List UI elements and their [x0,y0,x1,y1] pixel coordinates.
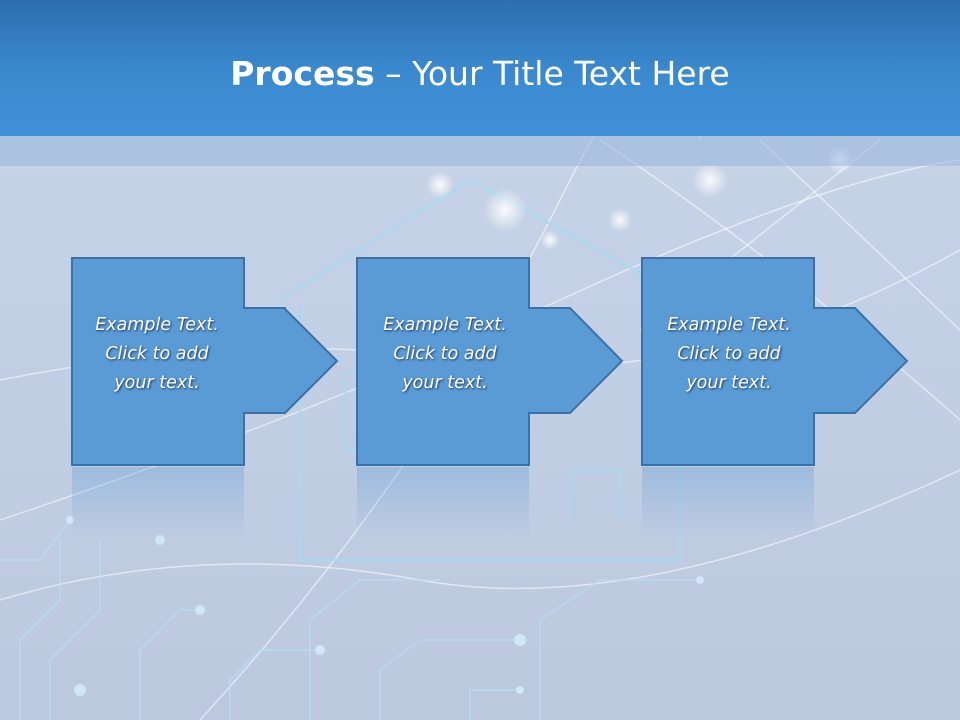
step-3-line-2: Click to add [677,344,781,364]
step-1-line-1: Example Text. [95,315,219,335]
arrow-right-icon [71,257,339,466]
title-bar [0,0,960,136]
step-1-line-3: your text. [114,373,200,393]
arrow-right-icon [641,257,909,466]
title-bold: Process [230,54,375,93]
arrow-right-icon [356,257,624,466]
step-2-line-1: Example Text. [383,315,507,335]
step-3-line-3: your text. [686,373,772,393]
step-2-text[interactable]: Example Text. Click to add your text. [360,311,530,398]
process-step-1 [71,257,339,466]
step-2-line-2: Click to add [393,344,497,364]
step-1-line-2: Click to add [105,344,209,364]
slide-title[interactable]: Process – Your Title Text Here [0,52,960,96]
circuit-lines [0,519,700,720]
step-3-text[interactable]: Example Text. Click to add your text. [644,311,814,398]
step-2-line-3: your text. [402,373,488,393]
process-step-2 [356,257,624,466]
header-band [0,136,960,166]
step-3-line-1: Example Text. [667,315,791,335]
step-1-text[interactable]: Example Text. Click to add your text. [72,311,242,398]
title-rest: – Your Title Text Here [374,54,730,93]
process-step-3 [641,257,909,466]
